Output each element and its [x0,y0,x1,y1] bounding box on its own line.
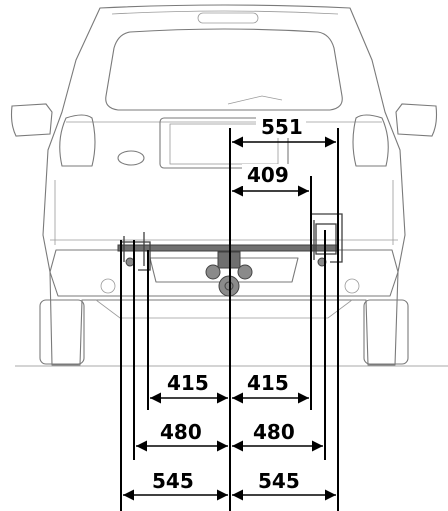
label-480-right: 480 [253,420,295,444]
label-551: 551 [261,115,303,139]
badge-oval [117,150,145,166]
dimension-arrows [122,136,336,501]
roof-spoiler [111,10,339,15]
label-415-left: 415 [167,371,209,395]
hitch-socket-left [205,264,221,280]
label-551-bg [256,116,306,138]
extension-lines [120,128,339,511]
right-mirror [395,103,438,137]
right-tyre [363,299,409,365]
hitch-socket-right [237,264,253,280]
dimension-labels: 551 409 415 415 480 480 545 545 [152,115,306,493]
label-545-right: 545 [258,469,300,493]
left-mirror [10,103,53,137]
right-tail-light [352,114,389,167]
vehicle-body [42,4,406,366]
label-415-right: 415 [247,371,289,395]
brake-light [197,12,259,24]
rear-bumper [49,249,399,297]
crossbar [117,244,339,252]
rear-window [105,28,343,111]
left-tyre [39,299,85,365]
wiper [227,95,283,105]
left-tail-light [59,114,96,167]
label-545-left: 545 [152,469,194,493]
label-409-bg [242,164,292,186]
left-mount-bolt [125,257,135,267]
right-fog-light [344,278,360,294]
label-480-left: 480 [160,420,202,444]
step-recess [149,257,299,283]
label-409: 409 [247,163,289,187]
left-fog-light [100,278,116,294]
under-frame [95,299,353,319]
vehicle-rear-outline [10,4,438,366]
